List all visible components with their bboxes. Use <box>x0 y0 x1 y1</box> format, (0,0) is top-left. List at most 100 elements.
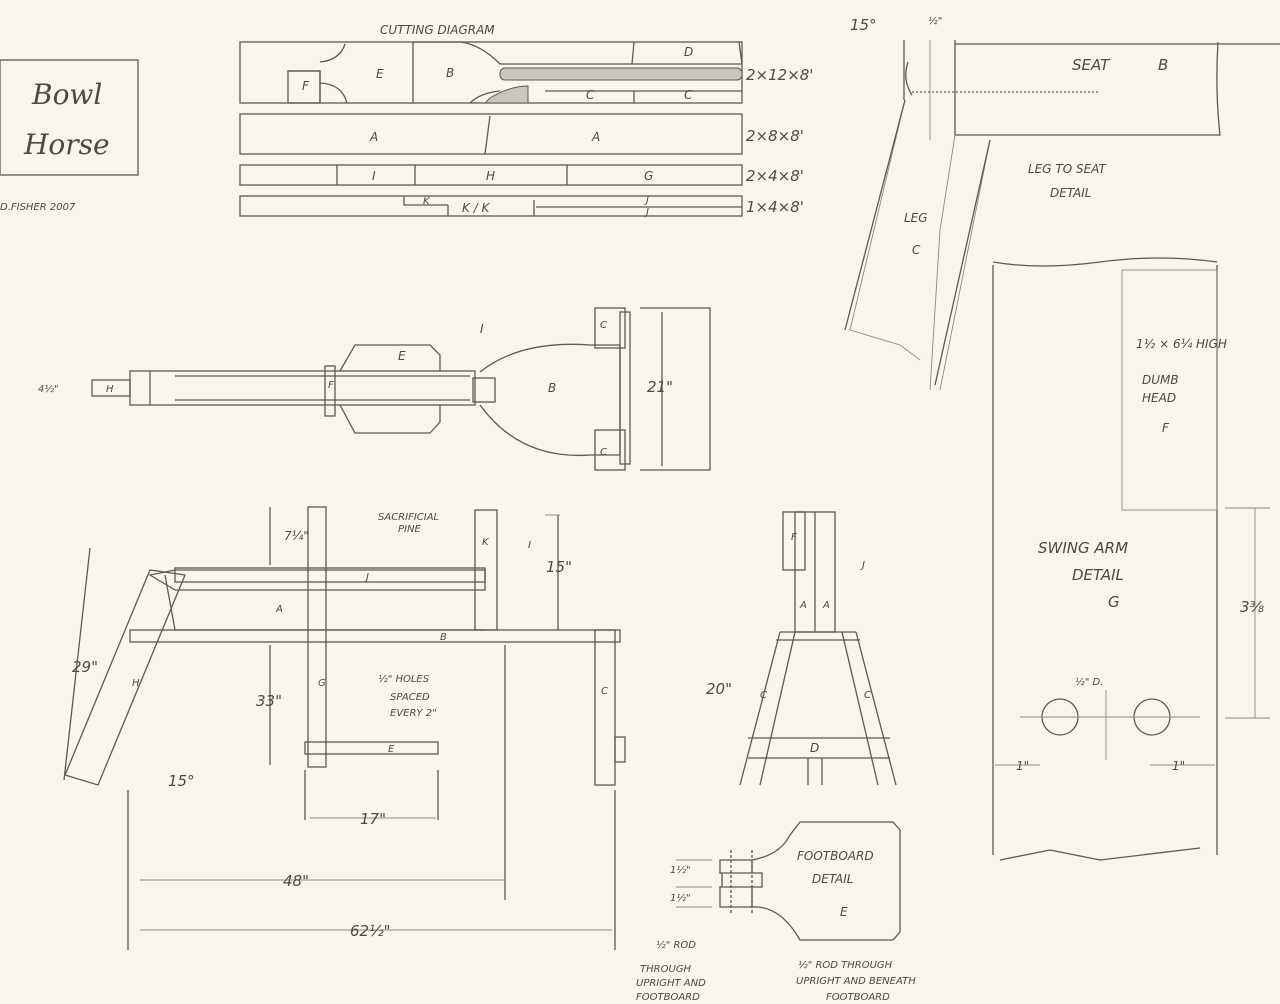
part-label: A <box>822 600 830 611</box>
part-label: G <box>644 169 653 183</box>
part-label: C <box>600 447 607 458</box>
part-label: H <box>106 384 114 395</box>
part-label: B <box>548 381 556 395</box>
part-label: I <box>528 540 531 551</box>
length-dim: 21" <box>647 378 673 396</box>
footboard-detail: 1½" 1½" FOOTBOARD DETAIL E ½" ROD THROUG… <box>636 821 916 1003</box>
leg-part-label: C <box>912 243 921 257</box>
leg-label: LEG <box>904 211 928 225</box>
title-block: Bowl Horse D.FISHER 2007 <box>0 59 139 213</box>
part-label: E <box>376 67 384 81</box>
part-label: K / K <box>462 201 491 215</box>
hole-dim: ½" D. <box>1075 676 1103 688</box>
board-size: 2×4×8' <box>746 167 804 185</box>
part-label: C <box>586 88 595 102</box>
part-label: D <box>810 741 819 755</box>
foot-dim: 17" <box>360 810 386 828</box>
span-dim: 48" <box>283 872 309 890</box>
cutting-title: CUTTING DIAGRAM <box>380 23 495 37</box>
part-label: F <box>791 532 797 543</box>
overall-dim: 62½" <box>350 922 391 940</box>
upright-dim: 7¼" <box>284 529 309 543</box>
sacrificial-label: SACRIFICIAL <box>378 512 439 523</box>
title-line2: Horse <box>23 128 110 161</box>
part-label: C <box>684 88 693 102</box>
cutting-diagram: CUTTING DIAGRAM F E B D C C 2×12×8' A A … <box>239 23 813 218</box>
part-label: H <box>486 169 495 183</box>
end-view: F J A A C C D 20" <box>706 511 897 786</box>
part-label: F <box>1162 421 1170 435</box>
part-label: G <box>318 678 326 689</box>
part-label: C <box>600 320 607 331</box>
board-size: 2×12×8' <box>746 66 813 84</box>
rod-note: THROUGH <box>640 964 692 975</box>
detail-title: LEG TO SEAT <box>1028 162 1108 176</box>
part-label: J <box>860 560 865 571</box>
height-dim: 3⅜ <box>1240 598 1265 616</box>
detail-title: DETAIL <box>1072 566 1124 584</box>
rod-note: UPRIGHT AND BENEATH <box>796 976 916 987</box>
width-dim: 4½" <box>38 383 59 395</box>
height-dim: 15" <box>546 558 572 576</box>
side-view: SACRIFICIAL PINE K I J A B H G E C 7¼" 1… <box>63 506 626 950</box>
part-label: F <box>328 380 334 391</box>
part-label: G <box>1108 593 1120 611</box>
part-label: J <box>364 572 369 583</box>
seat-part-label: B <box>1158 56 1168 74</box>
rod-note: FOOTBOARD <box>826 992 890 1003</box>
part-label: I <box>372 169 376 183</box>
dumb-head-size: 1½ × 6¼ HIGH <box>1136 337 1227 351</box>
detail-title: DETAIL <box>812 872 853 886</box>
part-label: C <box>760 690 767 701</box>
part-label: B <box>446 66 454 80</box>
title-line1: Bowl <box>31 78 102 111</box>
dumb-head-label: HEAD <box>1142 391 1176 405</box>
part-label: E <box>388 744 395 755</box>
holes-note: EVERY 2" <box>390 708 437 719</box>
swing-arm-detail: 1½ × 6¼ HIGH DUMB HEAD F SWING ARM DETAI… <box>992 257 1270 861</box>
part-label: E <box>840 905 848 919</box>
part-label: D <box>684 45 693 59</box>
leg-to-seat-detail: 15° ½" SEAT B LEG TO SEAT DETAIL LEG C <box>844 15 1280 391</box>
part-label: H <box>132 678 140 689</box>
part-label: E <box>398 349 406 363</box>
pine-label: PINE <box>398 524 421 535</box>
board-size: 2×8×8' <box>746 127 804 145</box>
part-label: K <box>423 196 431 207</box>
seat-label: SEAT <box>1072 56 1111 74</box>
part-label: A <box>591 130 600 144</box>
part-label: C <box>864 690 871 701</box>
part-label: I <box>480 322 484 336</box>
holes-note: ½" HOLES <box>378 673 430 685</box>
angle-dim: 15° <box>168 772 195 790</box>
detail-title: DETAIL <box>1050 186 1091 200</box>
part-label: J <box>644 207 649 218</box>
rod-note: ½" ROD <box>656 939 696 951</box>
part-label: A <box>275 604 283 615</box>
leg-dim: 29" <box>72 658 98 676</box>
margin-dim: 1" <box>1172 759 1185 773</box>
angle-label: 15° <box>850 16 877 34</box>
part-label: B <box>440 632 447 643</box>
part-label: J <box>644 195 649 206</box>
part-label: A <box>369 130 378 144</box>
part-label: K <box>482 537 490 548</box>
author-label: D.FISHER 2007 <box>0 202 76 213</box>
board-size: 1×4×8' <box>746 198 804 216</box>
detail-title: SWING ARM <box>1038 539 1128 557</box>
margin-dim: 1" <box>1016 759 1029 773</box>
seat-height-dim: 33" <box>256 692 282 710</box>
part-label: F <box>302 79 310 93</box>
end-height-dim: 20" <box>706 680 732 698</box>
spacing-dim: 1½" <box>670 892 691 904</box>
spacing-dim: 1½" <box>670 864 691 876</box>
plan-view: 4½" H F E I B C C 21" <box>38 307 711 471</box>
part-label: A <box>799 600 807 611</box>
detail-title: FOOTBOARD <box>797 849 874 863</box>
rod-note: FOOTBOARD <box>636 992 700 1003</box>
rod-note: UPRIGHT AND <box>636 978 706 989</box>
part-label: C <box>601 686 608 697</box>
rod-note: ½" ROD THROUGH <box>798 959 893 971</box>
dumb-head-label: DUMB <box>1142 373 1179 387</box>
